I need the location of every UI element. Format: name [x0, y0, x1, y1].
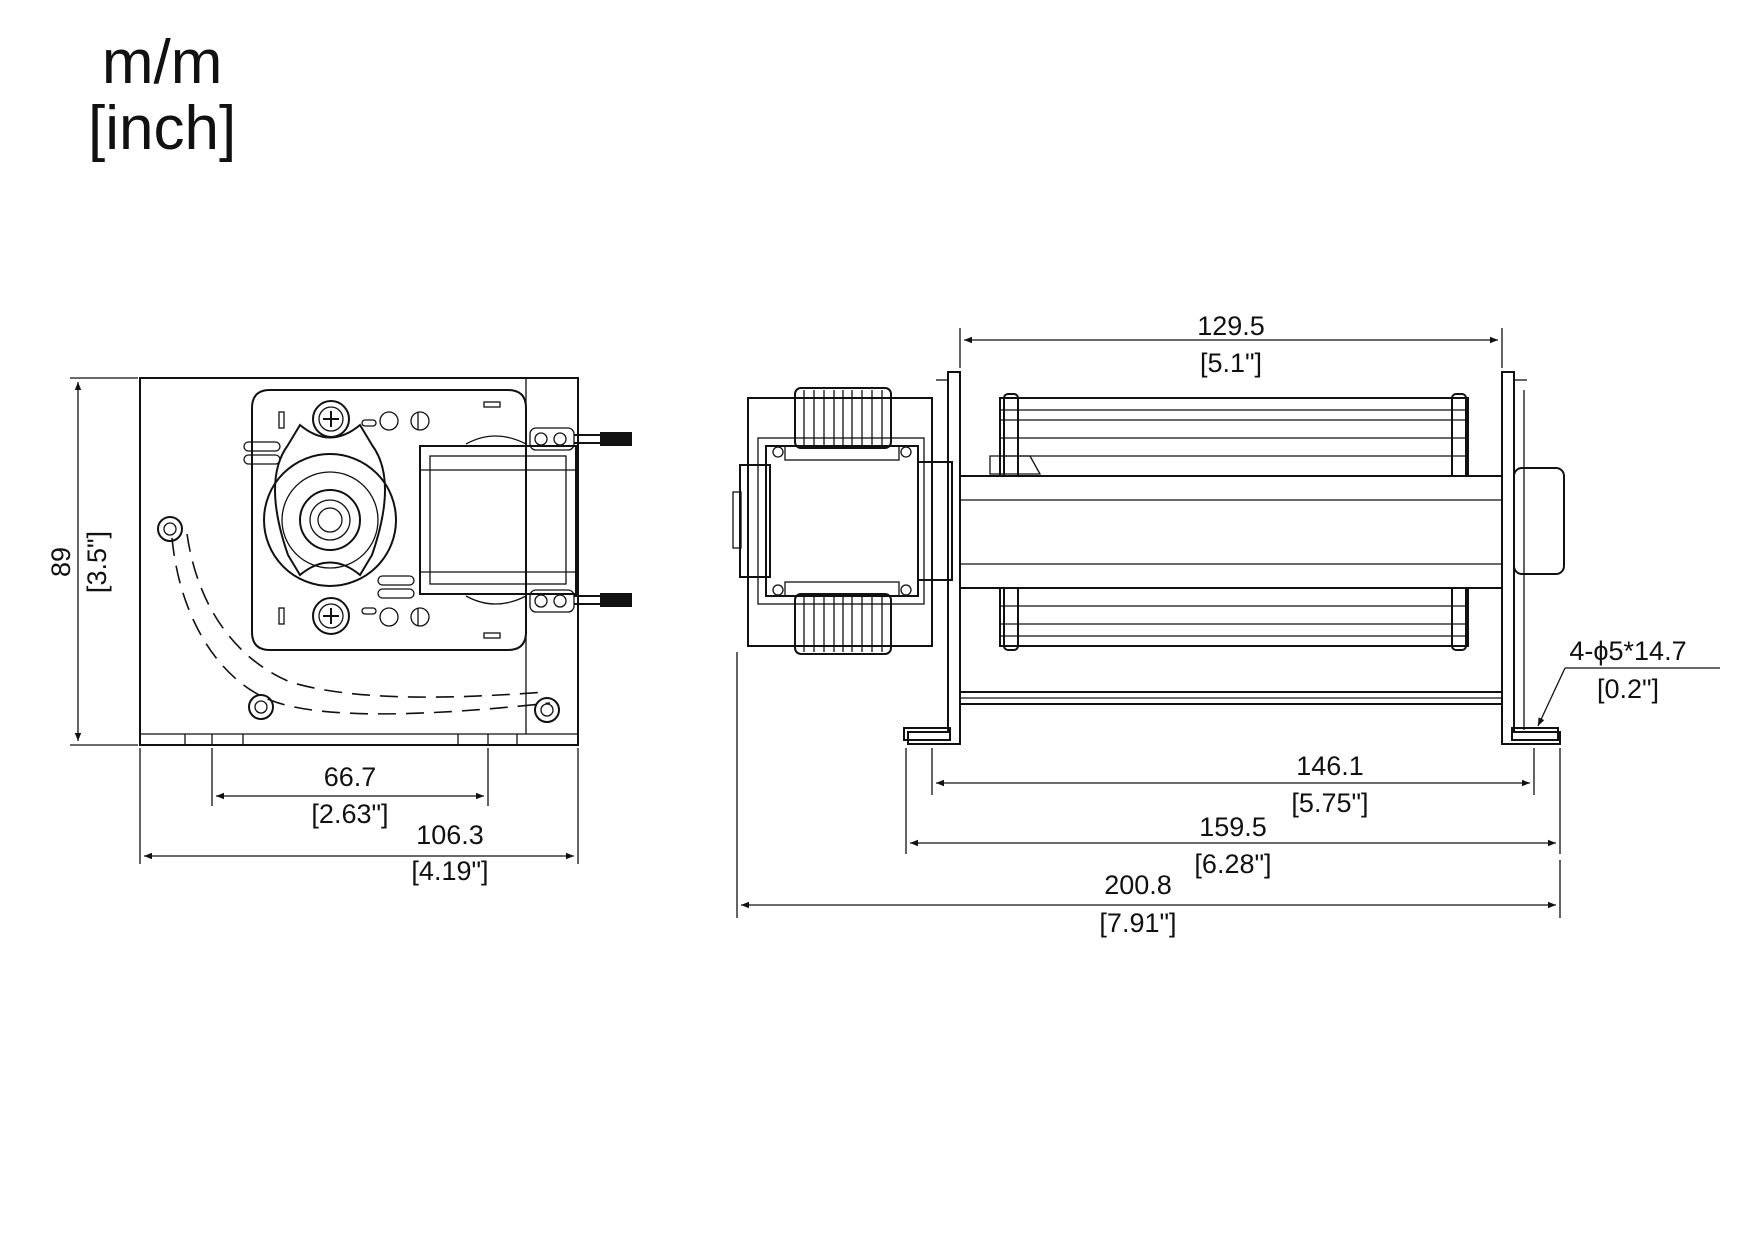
front-view: 89 [3.5"] 66.7 [2.63"] 106.3 [4.19"]	[46, 377, 632, 886]
coil-bottom	[794, 593, 892, 655]
dim-front-width-inch: [4.19"]	[411, 856, 488, 886]
dim-mount-spacing-inch: [2.63"]	[311, 799, 388, 829]
dim-mount-holes-spec: 4-ϕ5*14.7	[1569, 636, 1686, 666]
coil-bracket	[419, 445, 577, 595]
dim-impeller-length-inch: [5.1"]	[1200, 348, 1262, 378]
dim-hole-spacing-mm: 146.1	[1296, 751, 1364, 781]
coil-top	[794, 387, 892, 449]
screw-bottom-icon	[312, 597, 350, 635]
dim-overall-length-mm: 200.8	[1104, 870, 1172, 900]
dim-front-width-mm: 106.3	[416, 820, 484, 850]
frame-wall-right	[1501, 371, 1561, 745]
dim-impeller-length-mm: 129.5	[1197, 311, 1265, 341]
motor-boss	[263, 453, 397, 587]
dim-mount-holes-inch: [0.2"]	[1597, 674, 1659, 704]
dim-front-height-inch: [3.5"]	[82, 531, 112, 593]
units-imperial: [inch]	[88, 94, 237, 163]
blower-housing-tube	[959, 475, 1503, 589]
dim-mount-spacing-mm: 66.7	[324, 762, 377, 792]
dim-hole-spacing-inch: [5.75"]	[1291, 788, 1368, 818]
dim-frame-length-inch: [6.28"]	[1194, 849, 1271, 879]
motor-bracket	[747, 397, 933, 647]
units-metric: m/m	[101, 28, 223, 97]
impeller	[989, 393, 1469, 651]
screw-top-icon	[312, 400, 350, 438]
dim-front-height-mm: 89	[46, 547, 76, 577]
front-housing	[139, 377, 579, 746]
motor-plate	[251, 389, 527, 651]
dim-overall-length-inch: [7.91"]	[1099, 908, 1176, 938]
dim-frame-length-mm: 159.5	[1199, 812, 1267, 842]
side-view: 129.5 [5.1"] 146.1 [5.75"] 159.5 [6.28"]…	[732, 311, 1720, 938]
units-legend: m/m [inch]	[88, 30, 236, 162]
